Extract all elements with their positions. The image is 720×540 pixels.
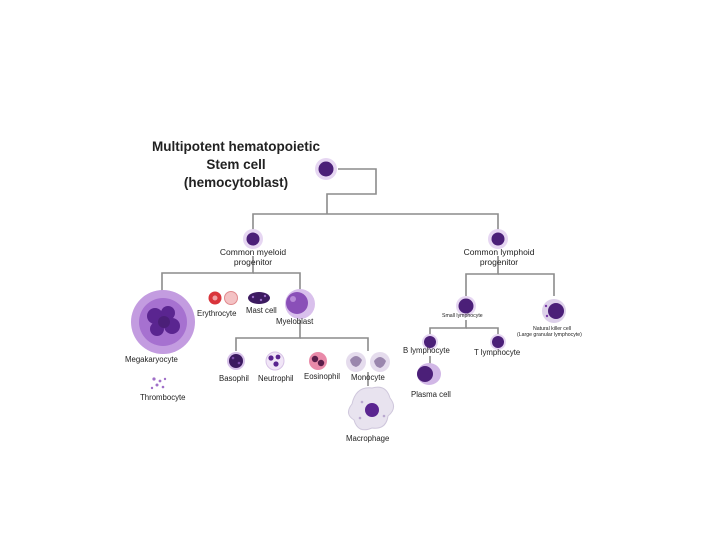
thrombocyte-label: Thrombocyte bbox=[140, 393, 186, 402]
natural-killer-label-line2: (Large granular lymphocyte) bbox=[517, 331, 582, 338]
natural-killer-label: Natural killer cell (Large granular lymp… bbox=[517, 326, 582, 339]
thrombocyte-icon bbox=[150, 377, 167, 390]
title-line-1: Multipotent hematopoietic bbox=[152, 139, 320, 154]
stem-cell-title: Multipotent hematopoietic Stem cell (hem… bbox=[136, 138, 336, 193]
neutrophil-icon bbox=[265, 351, 285, 371]
natural-killer-cell-icon bbox=[542, 299, 566, 323]
monocyte-icon bbox=[346, 352, 390, 372]
title-line-2: Stem cell bbox=[206, 157, 266, 173]
megakaryocyte-icon bbox=[131, 290, 195, 354]
t-lymphocyte-label: T lymphocyte bbox=[474, 348, 521, 357]
b-lymphocyte-label: B lymphocyte bbox=[403, 346, 450, 355]
common-lymphoid-label-line2: progenitor bbox=[479, 256, 519, 267]
title-line-3: (hemocytoblast) bbox=[183, 175, 289, 191]
myeloblast-label: Myeloblast bbox=[276, 317, 314, 326]
macrophage-icon bbox=[348, 386, 394, 431]
common-lymphoid-label-line1: Common lymphoid bbox=[463, 247, 535, 257]
common-lymphoid-progenitor-icon bbox=[488, 229, 508, 249]
basophil-label: Basophil bbox=[219, 374, 249, 383]
small-lymphocyte-icon bbox=[456, 296, 476, 316]
connector-lines bbox=[161, 168, 555, 386]
plasma-cell-icon bbox=[417, 363, 441, 385]
eosinophil-label: Eosinophil bbox=[304, 372, 340, 381]
natural-killer-label-line1: Natural killer cell bbox=[533, 326, 572, 332]
eosinophil-icon bbox=[309, 352, 327, 370]
macrophage-label: Macrophage bbox=[346, 434, 390, 443]
erythrocyte-icon bbox=[208, 291, 238, 305]
mast-cell-label: Mast cell bbox=[246, 306, 277, 315]
myeloblast-icon bbox=[285, 289, 315, 319]
neutrophil-label: Neutrophil bbox=[258, 374, 294, 383]
stem-cell-icon bbox=[315, 158, 337, 180]
common-lymphoid-label: Common lymphoid progenitor bbox=[452, 247, 546, 268]
common-myeloid-progenitor-icon bbox=[243, 229, 263, 249]
common-myeloid-label-line2: progenitor bbox=[233, 256, 273, 267]
basophil-icon bbox=[227, 352, 245, 370]
t-lymphocyte-icon bbox=[490, 334, 506, 350]
mast-cell-icon bbox=[248, 292, 270, 304]
common-myeloid-label-line1: Common myeloid bbox=[219, 247, 287, 257]
plasma-cell-label: Plasma cell bbox=[411, 390, 451, 399]
megakaryocyte-label: Megakaryocyte bbox=[125, 355, 178, 364]
b-lymphocyte-icon bbox=[422, 334, 438, 350]
erythrocyte-label: Erythrocyte bbox=[197, 309, 237, 318]
monocyte-label: Monocyte bbox=[351, 373, 385, 382]
common-myeloid-label: Common myeloid progenitor bbox=[206, 247, 300, 268]
small-lymphocyte-label: Small lymphocyte bbox=[442, 313, 483, 319]
